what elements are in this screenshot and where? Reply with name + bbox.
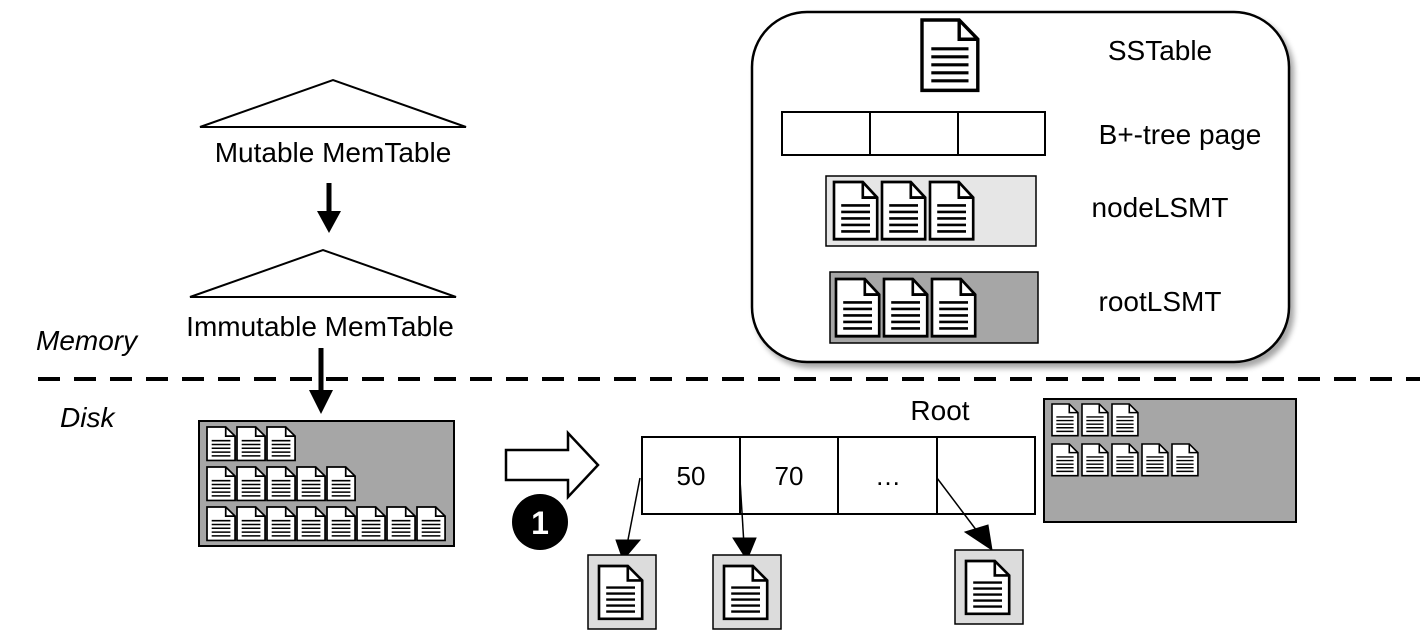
mutable-memtable: Mutable MemTable <box>199 78 467 168</box>
sstable-icon <box>964 559 1011 616</box>
legend-panel: SSTable B+-tree page nodeLSMT rootLSMT <box>750 10 1291 364</box>
sstable-icon <box>296 466 326 502</box>
sstable-icon <box>832 180 879 241</box>
legend-btree-page: B+-tree page <box>781 111 1262 156</box>
step-number: 1 <box>531 505 549 541</box>
sstable-icon <box>722 564 769 621</box>
sstable-icon <box>928 180 975 241</box>
sstable-icon <box>416 506 446 542</box>
level-0 <box>206 426 296 462</box>
sstable-icon <box>386 506 416 542</box>
legend-root-lsmt-label: rootLSMT <box>1099 286 1222 317</box>
sstable-icon <box>1081 403 1109 437</box>
level-1 <box>206 466 356 502</box>
sstable-icon <box>930 277 977 338</box>
root-label: Root <box>910 395 969 426</box>
sstable-icon <box>236 466 266 502</box>
sstable-icon <box>1141 443 1169 477</box>
legend-sstable: SSTable <box>920 18 1212 93</box>
sstable-icon <box>206 506 236 542</box>
sstable-icon <box>1111 403 1139 437</box>
root-lsmt-disk <box>1043 398 1297 523</box>
flush-arrow-2 <box>309 348 333 414</box>
sstable-icon <box>266 426 296 462</box>
immutable-memtable-triangle <box>189 248 457 298</box>
child-leaf-3 <box>954 549 1024 625</box>
key-cell: 70 <box>775 461 804 491</box>
key-cell: … <box>875 461 901 491</box>
key-cell: 50 <box>677 461 706 491</box>
sstable-icon <box>1111 443 1139 477</box>
sstable-icon <box>597 564 644 621</box>
sstable-icon <box>266 506 296 542</box>
immutable-memtable: Immutable MemTable <box>186 248 457 342</box>
memory-label: Memory <box>36 325 139 356</box>
sstable-icon <box>326 506 356 542</box>
flush-arrow-1 <box>317 183 341 233</box>
sstable-icon <box>1171 443 1199 477</box>
disk-label: Disk <box>60 402 116 433</box>
sstable-icon <box>296 506 326 542</box>
legend-sstable-label: SSTable <box>1108 35 1212 66</box>
sstable-icon <box>834 277 881 338</box>
sstable-icon <box>1081 443 1109 477</box>
child-pointers <box>615 477 993 562</box>
btree-root-page: 50 70 … <box>641 436 1036 515</box>
sstable-icon <box>882 277 929 338</box>
legend-btree-page-label: B+-tree page <box>1099 119 1262 150</box>
sstable-icon <box>326 466 356 502</box>
legend-node-lsmt-label: nodeLSMT <box>1092 192 1229 223</box>
sstable-icon <box>356 506 386 542</box>
step-badge: 1 <box>512 494 568 550</box>
legend-node-lsmt: nodeLSMT <box>825 175 1229 247</box>
sstable-icon <box>1051 443 1079 477</box>
sstable-icon <box>236 426 266 462</box>
mutable-memtable-triangle <box>199 78 467 128</box>
sstable-icon <box>920 18 980 93</box>
transform-arrow-icon <box>504 429 600 501</box>
mutable-memtable-label: Mutable MemTable <box>215 137 452 168</box>
sstable-icon <box>266 466 296 502</box>
sstable-icon <box>206 466 236 502</box>
child-leaf-2 <box>712 554 782 630</box>
sstable-icon <box>236 506 266 542</box>
immutable-memtable-label: Immutable MemTable <box>186 311 454 342</box>
child-leaf-1 <box>587 554 657 630</box>
sstable-icon <box>1051 403 1079 437</box>
legend-root-lsmt: rootLSMT <box>829 271 1222 344</box>
sstable-icon <box>880 180 927 241</box>
lsm-tree-levels <box>198 420 455 547</box>
sstable-icon <box>206 426 236 462</box>
